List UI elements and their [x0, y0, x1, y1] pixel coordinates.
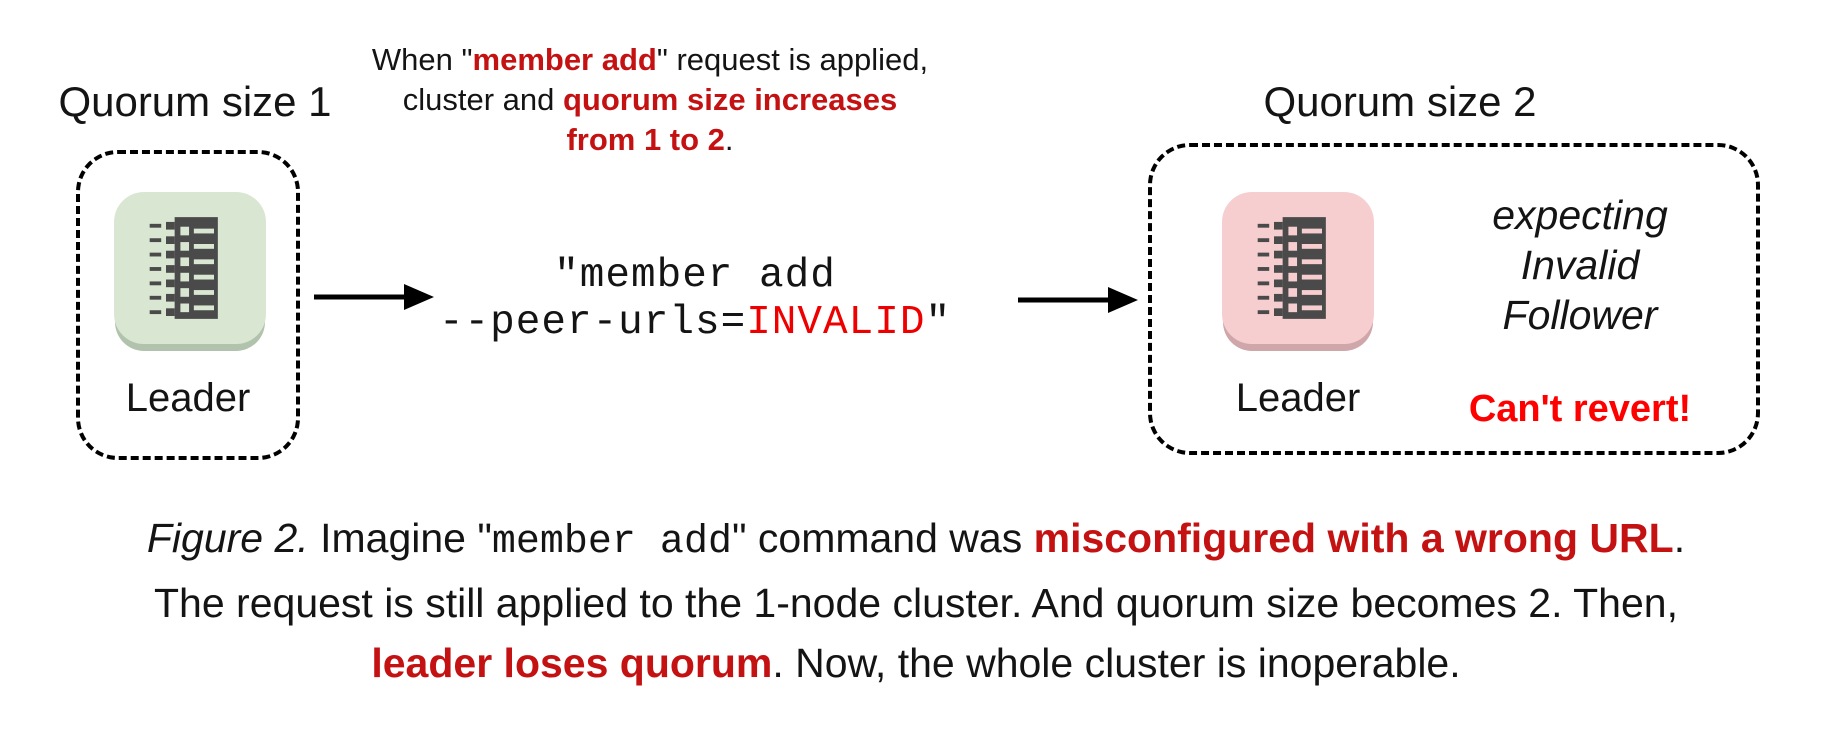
leader-ledger-icon: [1222, 192, 1374, 344]
command-peer-urls-flag: --peer-urls=: [438, 300, 747, 346]
caption-line-3: leader loses quorum. Now, the whole clus…: [0, 633, 1832, 693]
command-invalid-value: INVALID: [746, 300, 926, 346]
ledger-icon: [149, 217, 218, 319]
caption-figure-number: Figure 2.: [146, 515, 309, 561]
annotation-text: .: [724, 122, 734, 157]
note-line-1: expecting: [1492, 192, 1668, 238]
caption-loses-quorum-emphasis: leader loses quorum: [371, 640, 773, 686]
right-leader-label: Leader: [1235, 376, 1361, 420]
annotation-text: When ": [371, 42, 473, 77]
right-arrow-icon: [1018, 286, 1138, 314]
annotation-member-add: member add: [472, 42, 657, 77]
caption-line-1: Figure 2. Imagine "member add" command w…: [0, 508, 1832, 573]
annotation-line-2: cluster and quorum size increases: [340, 80, 960, 120]
annotation-line-3: from 1 to 2.: [340, 120, 960, 160]
right-quorum-size-label: Quorum size 2: [1263, 78, 1537, 125]
annotation-from-1-to-2: from 1 to 2: [566, 122, 725, 157]
note-line-3: Follower: [1502, 292, 1658, 338]
left-arrow-icon: [314, 283, 434, 311]
caption-line-2: The request is still applied to the 1-no…: [0, 573, 1832, 633]
expecting-follower-note: expecting Invalid Follower: [1400, 190, 1760, 340]
leader-ledger-icon: [114, 192, 266, 344]
annotation-quorum-increase: quorum size increases: [563, 82, 898, 117]
caption-text: .: [1673, 515, 1686, 561]
command-text: ": [925, 300, 952, 346]
note-line-2: Invalid: [1520, 242, 1640, 288]
right-cluster-boundary: [1148, 143, 1760, 455]
ledger-icon: [1257, 217, 1326, 319]
figure-caption: Figure 2. Imagine "member add" command w…: [0, 508, 1832, 693]
caption-text: Imagine ": [308, 515, 492, 561]
caption-member-add-code: member add: [491, 520, 732, 565]
member-add-command: "member add --peer-urls=INVALID": [415, 253, 975, 347]
left-quorum-size-label: Quorum size 1: [58, 78, 332, 125]
caption-misconfigured-emphasis: misconfigured with a wrong URL: [1033, 515, 1674, 561]
annotation-line-1: When "member add" request is applied,: [340, 40, 960, 80]
cant-revert-warning: Can't revert!: [1468, 388, 1692, 430]
left-cluster-boundary: [76, 150, 300, 460]
annotation-text: cluster and: [402, 82, 563, 117]
caption-text: . Now, the whole cluster is inoperable.: [772, 640, 1461, 686]
left-leader-label: Leader: [125, 376, 251, 420]
command-text: "member add: [554, 253, 836, 299]
caption-text: " command was: [731, 515, 1034, 561]
annotation-text: " request is applied,: [656, 42, 929, 77]
member-add-annotation: When "member add" request is applied, cl…: [340, 40, 960, 160]
command-line-1: "member add: [415, 253, 975, 300]
command-line-2: --peer-urls=INVALID": [415, 300, 975, 347]
caption-text: The request is still applied to the 1-no…: [154, 580, 1678, 626]
